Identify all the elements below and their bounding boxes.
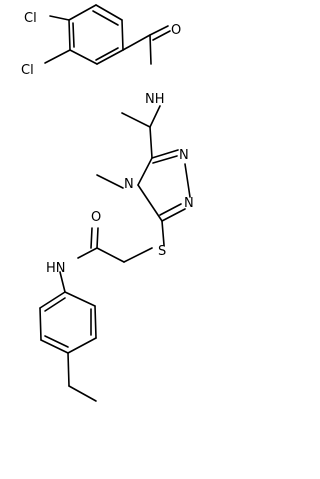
bond <box>59 271 66 293</box>
bond <box>94 305 97 339</box>
amide-nh-label: NH <box>145 92 165 107</box>
bond <box>152 30 171 41</box>
bond <box>184 163 191 198</box>
bond <box>69 49 98 65</box>
bond <box>96 174 124 189</box>
bond <box>44 335 69 348</box>
bond <box>121 19 124 51</box>
chemical-structure: Cl Cl O NH N N N S O HN <box>21 4 194 402</box>
triazole-nitrogen-label: N <box>184 196 194 211</box>
bond <box>67 352 70 387</box>
amide-oxygen-label: O <box>91 210 101 225</box>
sulfur-label: S <box>158 244 166 259</box>
bond <box>77 247 98 259</box>
bond <box>44 49 71 64</box>
bond <box>96 227 99 249</box>
atom-labels: Cl Cl O NH N N N S O HN <box>21 11 194 276</box>
bond <box>137 157 153 186</box>
bond <box>96 247 125 263</box>
bond <box>68 385 97 402</box>
bond <box>92 10 119 26</box>
bond <box>149 105 161 128</box>
bond <box>161 220 165 246</box>
bonds <box>39 4 191 402</box>
chlorine-label-top: Cl <box>24 11 37 26</box>
bond <box>137 184 163 222</box>
bond <box>152 155 178 164</box>
bond <box>149 126 153 159</box>
bond <box>149 25 169 36</box>
bond <box>68 4 97 21</box>
bond <box>151 149 179 159</box>
bond <box>44 297 66 312</box>
bond <box>122 34 151 51</box>
chlorine-label-left: Cl <box>21 63 34 78</box>
bond <box>149 34 152 65</box>
bond <box>96 49 124 65</box>
methyl-nitrogen-label: N <box>124 177 134 192</box>
bond <box>161 208 186 222</box>
bond <box>68 19 71 51</box>
bond <box>95 47 119 61</box>
bond <box>72 22 75 48</box>
triazole-nitrogen-label: N <box>179 148 189 163</box>
bond <box>159 203 182 216</box>
bond <box>95 4 123 21</box>
bond <box>39 291 66 309</box>
bond <box>121 112 151 128</box>
bond <box>123 247 153 263</box>
bond <box>67 337 97 354</box>
bond <box>49 15 70 21</box>
bond <box>90 227 93 249</box>
bond <box>64 291 96 307</box>
carbonyl-oxygen-label: O <box>171 23 181 38</box>
anilide-nh-label: HN <box>46 261 66 276</box>
bond <box>40 339 69 354</box>
bond <box>39 307 42 341</box>
